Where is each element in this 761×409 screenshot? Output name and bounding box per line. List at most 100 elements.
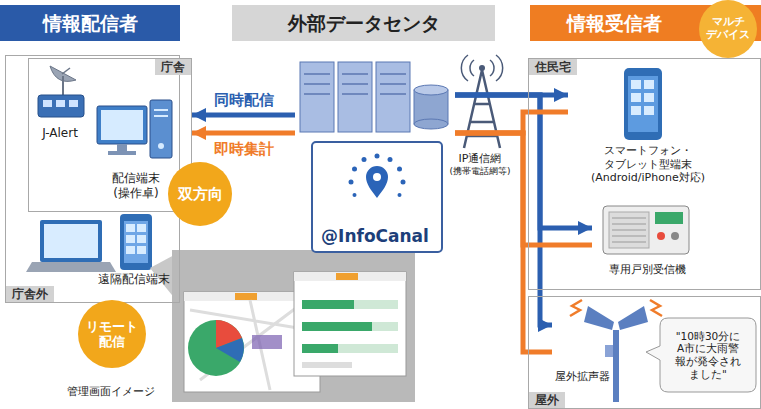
server-cluster [414, 85, 448, 95]
speech-bubble-shape [646, 318, 756, 392]
management-screen [294, 272, 406, 281]
smartphone-icon [644, 93, 654, 102]
management-screen [235, 293, 257, 300]
management-screen [150, 250, 415, 402]
jalert-icon [62, 76, 64, 95]
outdoor-speaker-icon [650, 300, 662, 316]
terminal-computer [154, 115, 168, 117]
remote-terminal-icons [26, 214, 152, 272]
server-cluster [338, 62, 372, 132]
home-receiver-icon [671, 232, 679, 240]
badge-circle: 双方向 [168, 162, 232, 226]
management-screen [336, 273, 358, 280]
device-node: J-Alert [30, 62, 90, 142]
home-receiver-icon [609, 212, 649, 248]
node-label: 遠隔配信端末 [98, 272, 170, 286]
radio-tower [464, 70, 500, 148]
management-screen [302, 344, 338, 353]
node-label: 双方向 [178, 185, 223, 203]
node-label: J-Alert [42, 126, 78, 140]
terminal-computer [101, 110, 143, 140]
management-screen [302, 322, 372, 331]
speech-bubble: "10時30分に A市に大雨警 報が発令され ました" [660, 318, 756, 392]
device-node: 遠隔配信端末 [28, 214, 170, 288]
server-cluster [300, 62, 334, 132]
home-receiver-icon [612, 218, 646, 242]
remote-terminal-icons [126, 224, 135, 232]
smartphone-icon [631, 80, 641, 89]
node-label: スマートフォン・ タブレット型端末 (Android/iPhone対応) [568, 144, 728, 184]
jalert-icon [62, 68, 70, 74]
server-cluster [376, 62, 410, 132]
remote-terminal-icons [126, 246, 135, 254]
remote-terminal-icons [26, 262, 116, 272]
jalert-icon [69, 100, 78, 107]
infocanal-logo [352, 167, 357, 172]
remote-terminal-icons [137, 235, 146, 243]
smartphone-icon [628, 76, 658, 132]
server-cluster [300, 62, 448, 132]
jalert-icon [56, 100, 65, 107]
region-box: 屋外 屋外拡声器 "10時30分に A市に大雨警 報が発令され ました" [528, 296, 761, 409]
infocanal-logo [349, 180, 354, 185]
infocanal-logo [398, 193, 402, 197]
free-label: 管理画面イメージ [52, 385, 170, 398]
region-tab: 住民宅 [529, 59, 577, 75]
outdoor-speaker-icon [613, 330, 619, 402]
home-receiver-icon [603, 206, 689, 254]
device-node: 配信端末 (操作卓) [92, 98, 180, 202]
management-screen [188, 320, 244, 376]
device-node: スマートフォン・ タブレット型端末 (Android/iPhone対応) [568, 64, 728, 186]
terminal-computer [117, 144, 127, 151]
infocanal-logo [312, 142, 442, 252]
service-node: @InfoCanal [295, 55, 455, 262]
server-cluster [304, 74, 406, 94]
terminal-computer [150, 100, 172, 158]
terminal-computer [97, 100, 172, 158]
infocanal-logo [388, 157, 393, 162]
radio-tower [479, 65, 485, 71]
smartphone-icon [631, 93, 641, 102]
header-band: 情報配信者 [0, 5, 180, 41]
radio-tower [461, 55, 502, 81]
management-screen [216, 338, 244, 362]
management-screen [252, 335, 282, 349]
infocanal-logo [375, 154, 380, 159]
jalert-icon [38, 66, 84, 117]
node-label: 外部データセンタ [288, 12, 440, 35]
remote-terminal-icons [124, 221, 148, 263]
region-tab: 屋外 [529, 392, 565, 408]
management-screen [172, 250, 415, 402]
remote-terminal-icons [40, 220, 102, 262]
region-box: 庁舎J-Alert配信端末 (操作卓) [28, 58, 192, 212]
outdoor-speaker-icon [618, 306, 648, 330]
region-box: 庁舎外庁舎J-Alert配信端末 (操作卓)双方向遠隔配信端末リモート 配信 [5, 55, 180, 303]
node-label: マルチ デバイス [699, 16, 757, 42]
node-label: 配信端末 (操作卓) [92, 171, 180, 200]
node-label: リモート 配信 [78, 319, 146, 349]
infocanal-logo [366, 166, 388, 198]
node-label: "10時30分に A市に大雨警 報が発令され ました" [664, 330, 752, 380]
flow-arrow [455, 95, 552, 325]
management-screen [302, 300, 398, 309]
node-label: 屋外拡声器 [555, 370, 610, 383]
remote-terminal-icons [44, 224, 98, 258]
region-tab: 庁舎外 [6, 286, 54, 302]
remote-terminal-icons [137, 246, 146, 254]
infocanal-logo [353, 193, 357, 197]
smartphone-icon [624, 68, 662, 140]
node-label: 専用戸別受信機 [609, 263, 686, 276]
node-label: 情報受信者 [567, 12, 662, 35]
home-receiver-icon [603, 206, 689, 254]
badge-circle: マルチ デバイス [699, 0, 757, 58]
outdoor-speaker-icon [605, 345, 613, 357]
region-box: 住民宅スマートフォン・ タブレット型端末 (Android/iPhone対応) 専… [528, 58, 761, 290]
smartphone-icon [644, 80, 654, 89]
management-screen [302, 300, 354, 309]
infocanal-logo [373, 173, 381, 181]
infocanal-logo [397, 167, 402, 172]
jalert-icon [38, 95, 84, 117]
device-node: 屋外拡声器 [552, 302, 644, 396]
infocanal-logo [401, 180, 406, 185]
